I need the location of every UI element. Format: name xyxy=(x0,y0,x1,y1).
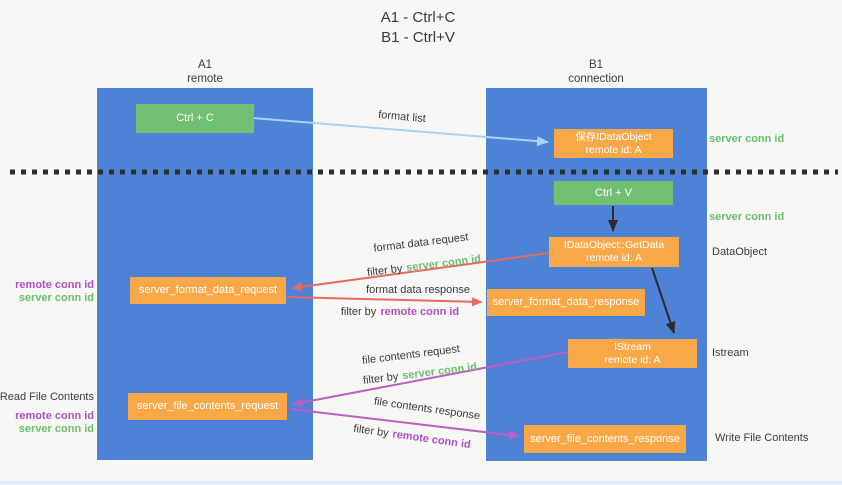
node-idataobject-getdata-line1: IDataObject::GetData xyxy=(563,239,665,251)
node-idataobject-getdata: IDataObject::GetData remote id: A xyxy=(549,237,679,267)
label-conn-ids-file: remote conn id server conn id xyxy=(15,410,94,436)
lane-b1-role: connection xyxy=(568,73,624,85)
node-istream-line2: remote id: A xyxy=(604,353,661,366)
label-server-conn-id-2: server conn id xyxy=(18,423,94,435)
label-conn-ids-format: remote conn id server conn id xyxy=(15,279,94,305)
lane-a1-name: A1 xyxy=(197,59,213,71)
node-save-idataobject-line2: remote id: A xyxy=(585,143,642,156)
label-server-conn-id-1: server conn id xyxy=(18,292,94,304)
node-server-format-data-response-label: server_format_data_response xyxy=(492,296,640,308)
lane-a1-header: A1 remote xyxy=(155,58,255,86)
lane-b1-name: B1 xyxy=(588,59,604,71)
label-read-file-contents: Read File Contents xyxy=(0,391,94,403)
node-server-format-data-request: server_format_data_request xyxy=(130,277,286,304)
label-server-conn-id-mid: server conn id xyxy=(709,211,785,223)
getdata-to-istream-arrow xyxy=(651,267,676,334)
label-remote-conn-id-2: remote conn id xyxy=(15,410,94,422)
bottom-strip xyxy=(0,481,842,485)
label-server-conn-id-top: server conn id xyxy=(709,133,785,145)
format-list-arrow xyxy=(252,117,549,147)
node-save-idataobject: 保存IDataObject remote id: A xyxy=(554,129,673,158)
label-istream: Istream xyxy=(712,347,749,359)
label-write-file-contents: Write File Contents xyxy=(715,432,809,444)
label-dataobject: DataObject xyxy=(712,246,768,258)
title-line-1: A1 - Ctrl+C xyxy=(380,9,456,26)
node-ctrl-c: Ctrl + C xyxy=(136,104,254,133)
remote-conn-id-text: remote conn id xyxy=(380,306,460,318)
node-ctrl-v-label: Ctrl + V xyxy=(595,186,632,199)
lane-a1-role: remote xyxy=(187,73,223,85)
node-save-idataobject-line1: 保存IDataObject xyxy=(575,130,652,143)
file-contents-request-arrow xyxy=(292,351,569,407)
node-server-file-contents-response-label: server_file_contents_response xyxy=(530,432,680,445)
edge-label-format-data-response: format data response xyxy=(366,284,470,296)
title-line-2: B1 - Ctrl+V xyxy=(381,29,455,46)
file-contents-response-arrow xyxy=(289,408,520,440)
node-istream-line1: IStream xyxy=(614,340,651,353)
node-server-file-contents-request: server_file_contents_request xyxy=(128,393,287,420)
format-data-response-arrow xyxy=(286,296,483,307)
node-server-format-data-response: server_format_data_response xyxy=(487,289,645,316)
node-server-format-data-request-label: server_format_data_request xyxy=(138,284,278,296)
diagram-title: A1 - Ctrl+C B1 - Ctrl+V xyxy=(318,8,518,48)
node-server-file-contents-response: server_file_contents_response xyxy=(524,425,686,453)
filter-by-text: filter by xyxy=(340,306,377,318)
lane-b1-header: B1 connection xyxy=(546,58,646,86)
label-remote-conn-id-1: remote conn id xyxy=(15,279,94,291)
format-data-request-arrow xyxy=(291,252,550,292)
node-ctrl-v: Ctrl + V xyxy=(554,181,673,205)
node-ctrl-c-label: Ctrl + C xyxy=(176,112,214,124)
node-idataobject-getdata-line2: remote id: A xyxy=(585,252,643,264)
node-istream: IStream remote id: A xyxy=(568,339,697,368)
node-server-file-contents-request-label: server_file_contents_request xyxy=(136,400,279,412)
